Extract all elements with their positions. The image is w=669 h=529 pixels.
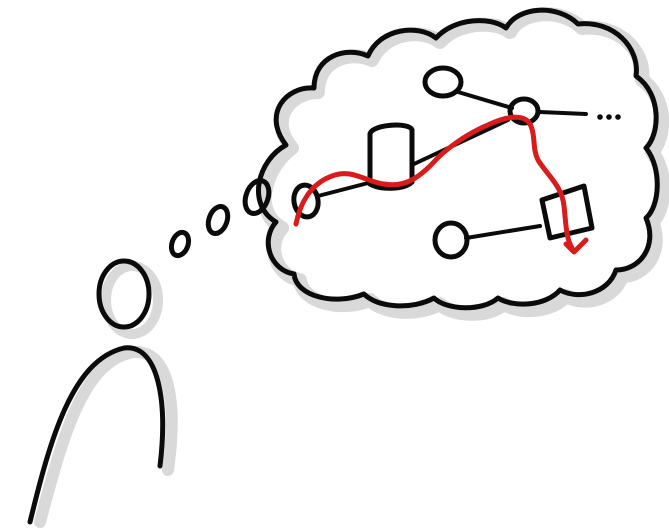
- person-shadow: [40, 352, 172, 522]
- bottom-circle-node: [435, 223, 467, 257]
- edge-left-circle-to-cylinder: [318, 182, 372, 196]
- continuation-dots: [597, 114, 621, 120]
- top-circle-node: [425, 68, 461, 96]
- cylinder-node: [370, 125, 412, 188]
- thought-cloud: [258, 10, 657, 308]
- edge-bottom-circle-to-square: [466, 226, 540, 238]
- shadow-layer: [40, 14, 663, 522]
- edge-right-circle-to-dots: [540, 112, 586, 114]
- edge-top-circle-to-right-circle: [458, 92, 512, 108]
- thought-bubble-small: [168, 230, 191, 258]
- highlight-layer: [296, 117, 586, 252]
- thought-bubble-medium: [205, 204, 231, 236]
